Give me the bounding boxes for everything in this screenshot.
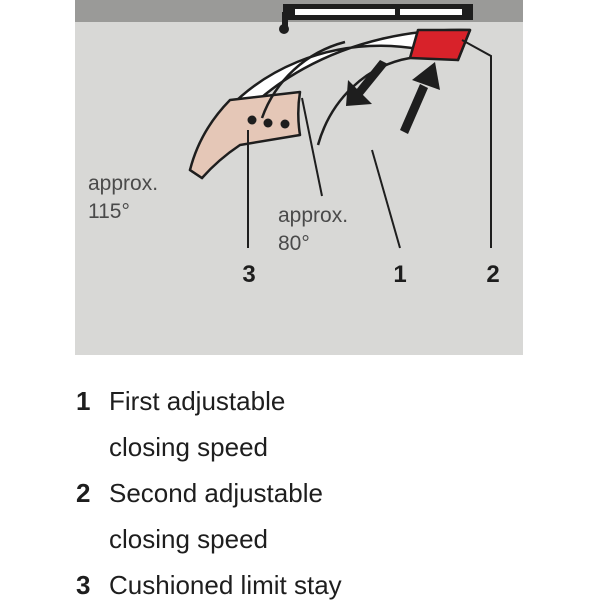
leader-lines	[247, 39, 492, 249]
callout-2: 2	[486, 261, 499, 288]
legend-number: 3	[76, 570, 91, 600]
legend-text: First adjustable closing speed	[109, 386, 286, 462]
legend-item-3: 3 Cushioned limit stay	[76, 562, 576, 608]
label-80-line2: 80°	[278, 232, 310, 255]
legend-item-2: 2 Second adjustable closing speed	[76, 470, 576, 562]
limit-stay-dots	[247, 115, 290, 129]
label-115-line1: approx.	[88, 172, 158, 195]
closing-arc	[188, 28, 472, 180]
legend-number: 2	[76, 478, 91, 508]
arrow-down-left-icon	[346, 60, 388, 106]
callout-1: 1	[393, 261, 406, 288]
label-80-line1: approx.	[278, 204, 348, 227]
arc-divider-inner	[260, 40, 346, 119]
limit-stay-zone	[188, 90, 302, 180]
callout-3: 3	[242, 261, 255, 288]
closer-arm	[279, 4, 473, 34]
legend-item-1: 1 First adjustable closing speed	[76, 378, 576, 470]
legend-text: Cushioned limit stay	[109, 570, 342, 600]
legend: 1 First adjustable closing speed 2 Secon…	[76, 378, 576, 608]
leader-line-2	[461, 39, 492, 248]
label-115-line2: 115°	[88, 200, 130, 223]
legend-text: Second adjustable closing speed	[109, 478, 323, 554]
legend-number: 1	[76, 386, 91, 416]
arrow-up-right-icon	[400, 62, 440, 134]
pivot-point-icon	[279, 24, 289, 34]
leader-line-1	[371, 149, 401, 249]
speed-zone-2	[408, 28, 472, 62]
leader-line-80	[301, 97, 323, 197]
